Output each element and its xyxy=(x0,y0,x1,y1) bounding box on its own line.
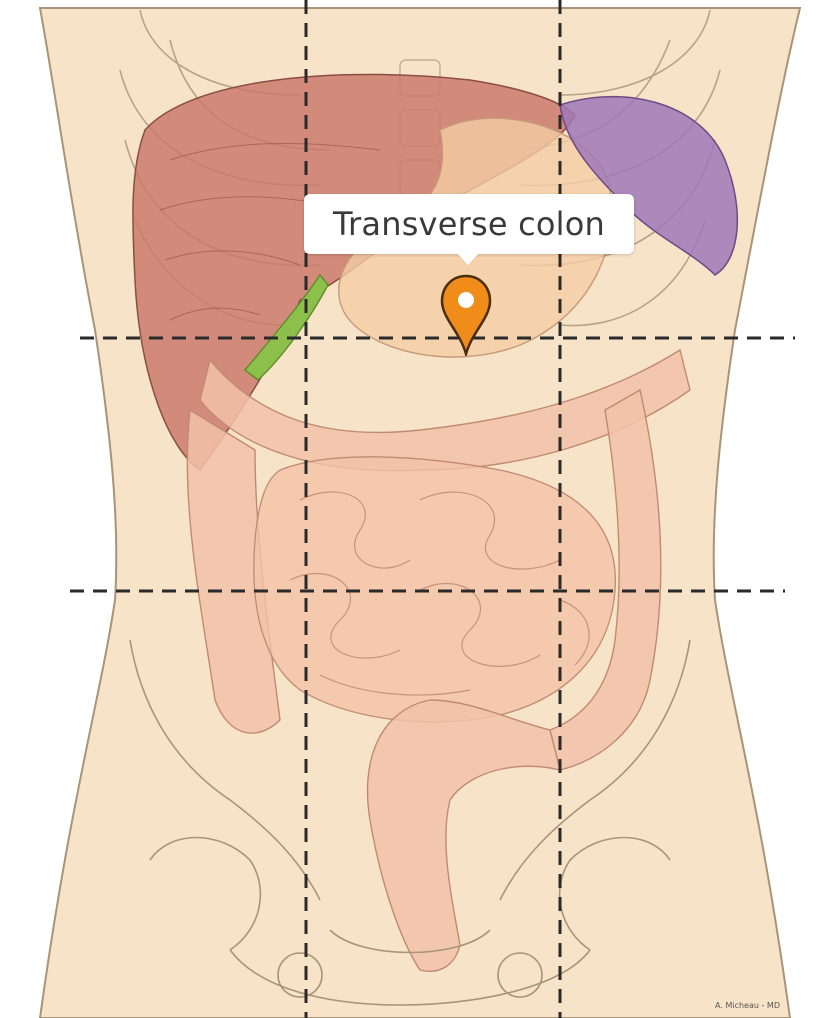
callout-tail xyxy=(457,253,479,265)
location-pin-dot xyxy=(458,292,474,308)
organ-label-text: Transverse colon xyxy=(333,205,605,243)
location-pin-body xyxy=(442,276,490,354)
organ-label-callout: Transverse colon xyxy=(304,194,634,254)
artist-credit: A. Micheau - MD xyxy=(715,1001,780,1010)
location-pin-icon[interactable] xyxy=(440,274,492,356)
